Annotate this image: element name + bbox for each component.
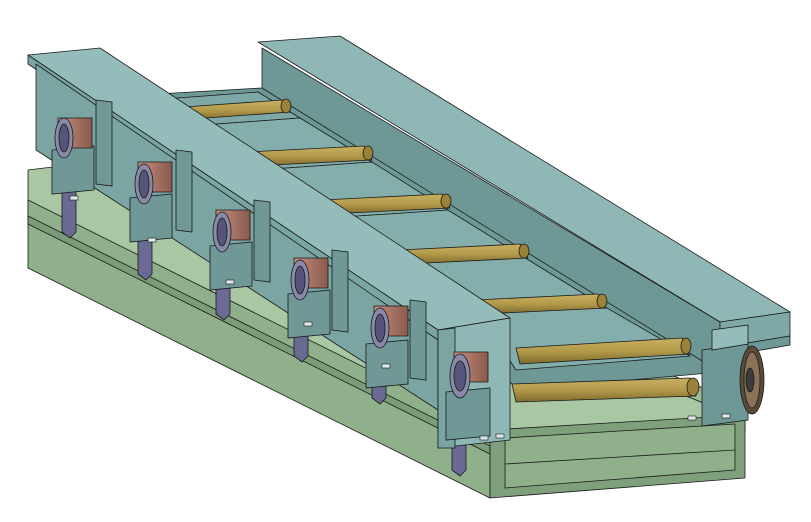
- roller-3: [321, 193, 452, 215]
- bearing-1: [51, 117, 95, 195]
- bearing-2: [129, 161, 173, 243]
- bolts: [69, 195, 731, 441]
- bearing-6: [445, 351, 491, 441]
- bearing-4: [287, 257, 331, 339]
- bearing-3: [209, 209, 253, 291]
- bearing-5: [365, 305, 409, 389]
- drive-end: [701, 324, 765, 427]
- roller-6: [515, 337, 692, 365]
- roller-7: [511, 377, 700, 403]
- wall-stiffeners: [95, 99, 427, 381]
- rollers: [169, 98, 700, 403]
- bearings: [51, 117, 491, 441]
- roller-4: [399, 243, 530, 265]
- sprocket-icon: [739, 345, 765, 415]
- roller-2: [245, 145, 374, 167]
